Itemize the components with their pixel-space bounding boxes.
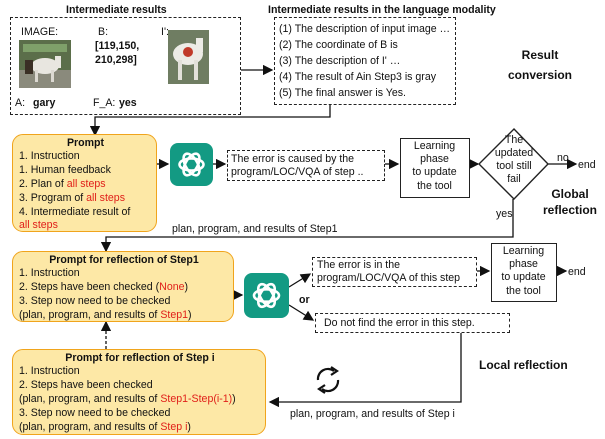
- step1-prompt-line: 2. Steps have been checked (None): [19, 281, 189, 293]
- step1-prompt-line: 1. Instruction: [19, 267, 80, 279]
- step1-prompt-line: 3. Step now need to be checked: [19, 295, 171, 307]
- decision-diamond: [478, 128, 549, 200]
- stepi-prompt-line: 1. Instruction: [19, 365, 80, 377]
- horse-photo-image: [19, 40, 71, 88]
- lang-line-5: (5) The final answer is Yes.: [279, 87, 406, 99]
- plan-stepi-label: plan, program, and results of Step i: [290, 408, 455, 420]
- no-label: no: [557, 152, 569, 164]
- local-learning-box: Learning phase to update the tool: [491, 243, 557, 302]
- intermediate-results-box: IMAGE: B: [119,150, 210,298] I': A: gary…: [10, 17, 241, 115]
- stepi-prompt-box: Prompt for reflection of Step i 1. Instr…: [12, 349, 266, 435]
- global-reflection-label: Global reflection: [542, 187, 597, 217]
- global-prompt-line: 2. Plan of all steps: [19, 178, 106, 190]
- not-find-box: Do not find the error in this step.: [315, 313, 510, 333]
- image-label: IMAGE:: [21, 26, 59, 38]
- iprime-label: I':: [161, 26, 169, 38]
- loop-refresh-icon: [316, 366, 340, 394]
- lang-line-4: (4) The result of Ain Step3 is gray: [279, 71, 437, 83]
- plan-step1-label: plan, program, and results of Step1: [172, 223, 338, 235]
- result-conversion-label: Result conversion: [507, 48, 573, 82]
- stepi-prompt-line: (plan, program, and results of Step1-Ste…: [19, 393, 236, 405]
- yes-label: yes: [496, 208, 513, 220]
- local-reflection-label: Local reflection: [479, 358, 568, 372]
- language-modality-box: (1) The description of input image … (2)…: [274, 17, 456, 105]
- global-prompt-line: 1. Human feedback: [19, 164, 111, 176]
- b-value: [119,150, 210,298]: [95, 40, 140, 66]
- local-error-text: The error is in the program/LOC/VQA of t…: [317, 259, 461, 285]
- intermediate-results-title: Intermediate results: [66, 4, 167, 16]
- global-prompt-box: Prompt 1. Instruction 1. Human feedback …: [12, 134, 157, 232]
- lang-line-1: (1) The description of input image …: [279, 23, 451, 35]
- local-end-label: end: [568, 266, 586, 278]
- local-error-box: The error is in the program/LOC/VQA of t…: [312, 257, 477, 287]
- local-learning-text: Learning phase to update the tool: [501, 245, 546, 297]
- chatgpt-logo-icon: [170, 143, 213, 186]
- a-label: A:: [15, 97, 26, 109]
- global-learning-text: Learning phase to update the tool: [412, 140, 457, 192]
- global-prompt-title: Prompt: [66, 137, 105, 149]
- fa-value: yes: [119, 97, 137, 109]
- b-label: B:: [98, 26, 109, 38]
- cropped-horse-image: [168, 30, 209, 84]
- global-prompt-line: 3. Program of all steps: [19, 192, 125, 204]
- step1-prompt-title: Prompt for reflection of Step1: [49, 254, 199, 266]
- global-prompt-line: all steps: [19, 219, 58, 231]
- lang-line-3: (3) The description of I' …: [279, 55, 401, 67]
- stepi-prompt-line: 3. Step now need to be checked: [19, 407, 171, 419]
- a-value: gary: [33, 97, 56, 109]
- or-label: or: [299, 294, 310, 306]
- global-end-label: end: [578, 159, 596, 171]
- global-error-text: The error is caused by the program/LOC/V…: [231, 153, 364, 179]
- fa-label: F_A:: [93, 97, 116, 109]
- global-error-box: The error is caused by the program/LOC/V…: [227, 150, 385, 181]
- step1-prompt-line: (plan, program, and results of Step1): [19, 309, 192, 321]
- lang-line-2: (2) The coordinate of B is: [279, 39, 398, 51]
- not-find-text: Do not find the error in this step.: [324, 317, 475, 329]
- stepi-prompt-title: Prompt for reflection of Step i: [65, 352, 215, 364]
- stepi-prompt-line: 2. Steps have been checked: [19, 379, 153, 391]
- stepi-prompt-line: (plan, program, and results of Step i): [19, 421, 191, 433]
- step1-prompt-box: Prompt for reflection of Step1 1. Instru…: [12, 251, 234, 322]
- chatgpt-logo-icon: [244, 273, 289, 318]
- language-modality-title: Intermediate results in the language mod…: [268, 4, 496, 16]
- global-prompt-line: 1. Instruction: [19, 150, 80, 162]
- global-prompt-line: 4. Intermediate result of: [19, 206, 131, 218]
- decision-text: The updated tool still fail: [494, 134, 534, 185]
- global-learning-box: Learning phase to update the tool: [400, 138, 470, 198]
